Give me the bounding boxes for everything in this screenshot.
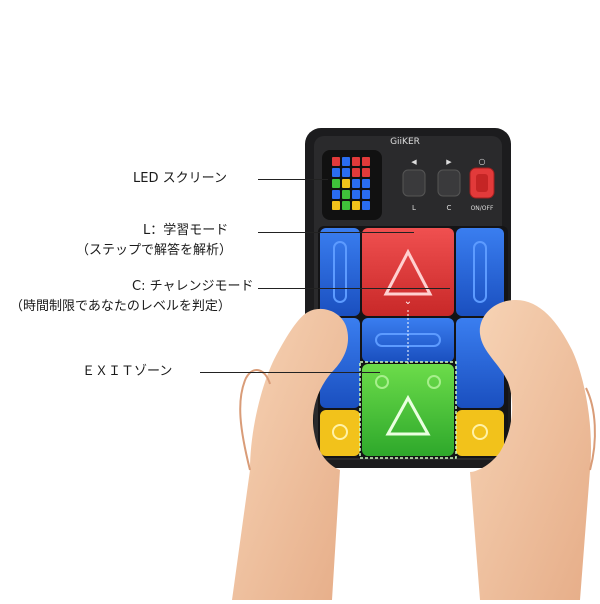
- yellow-block-right[interactable]: [456, 410, 504, 456]
- l-button[interactable]: [402, 169, 426, 197]
- led-pixel: [352, 168, 360, 177]
- led-pixel: [342, 179, 350, 188]
- led-pixel: [352, 201, 360, 210]
- led-pixel: [362, 201, 370, 210]
- callout-exit: ＥＸＩＴゾーン: [82, 364, 173, 379]
- led-pixel: [362, 157, 370, 166]
- power-icon: ○: [479, 157, 486, 166]
- blue-block-left-top[interactable]: [320, 228, 360, 316]
- callout-learn-title: L：学習モード: [143, 223, 229, 238]
- green-block[interactable]: [362, 364, 454, 456]
- chevron-down-icon: ⌄: [404, 296, 412, 307]
- led-pixel: [332, 190, 340, 199]
- led-pixel: [342, 190, 350, 199]
- callout-challenge-title: C: チャレンジモード: [132, 279, 254, 294]
- led-pixel: [332, 201, 340, 210]
- right-hand: [470, 300, 596, 600]
- c-arrow-icon: ▶: [446, 158, 452, 166]
- led-pixel: [342, 157, 350, 166]
- blue-block-right-top[interactable]: [456, 228, 504, 316]
- puzzle-board: ⌄: [318, 226, 508, 459]
- left-hand: [232, 308, 349, 600]
- led-screen: [322, 150, 382, 220]
- triangle-icon: [383, 248, 433, 296]
- led-pixel: [332, 157, 340, 166]
- led-pixel: [362, 190, 370, 199]
- callout-challenge-desc: （時間制限であなたのレベルを判定）: [10, 299, 231, 314]
- callout-line-led: [258, 179, 328, 180]
- led-pixel: [342, 201, 350, 210]
- led-pixel: [332, 168, 340, 177]
- led-pixel: [352, 190, 360, 199]
- control-buttons: ◀ ▶ ○ L C ON/OFF: [402, 157, 495, 212]
- brand-logo: GiiKER: [390, 137, 420, 147]
- callout-line-exit: [200, 372, 380, 373]
- led-pixel: [362, 168, 370, 177]
- led-pixel: [352, 157, 360, 166]
- callout-line-learn: [258, 232, 414, 233]
- yellow-block-left[interactable]: [320, 410, 360, 456]
- callout-line-challenge: [258, 288, 450, 289]
- c-button[interactable]: [437, 169, 461, 197]
- led-pixel: [332, 179, 340, 188]
- l-button-label: L: [412, 204, 416, 212]
- checkmark-triangle-icon: [385, 394, 431, 436]
- c-button-label: C: [447, 204, 452, 212]
- led-pixel: [352, 179, 360, 188]
- l-arrow-icon: ◀: [411, 158, 417, 166]
- power-button-label: ON/OFF: [471, 205, 494, 212]
- led-pixel: [362, 179, 370, 188]
- led-pixel: [342, 168, 350, 177]
- callout-learn-desc: （ステップで解答を解析）: [76, 243, 233, 258]
- callout-led: LED スクリーン: [133, 171, 227, 186]
